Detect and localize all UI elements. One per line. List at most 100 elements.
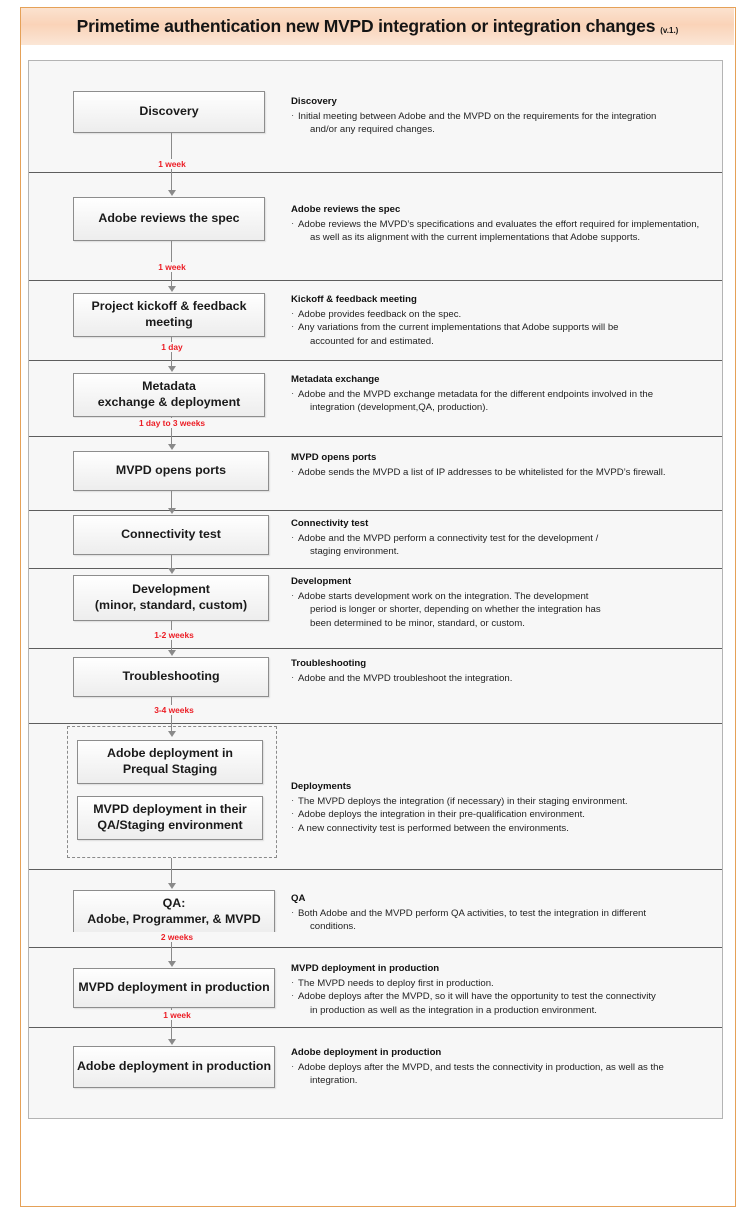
connector-line (171, 437, 173, 444)
description-heading: Deployments (291, 781, 352, 792)
flow-node[interactable]: Discovery (73, 91, 265, 133)
version-label: (v.1.) (660, 26, 679, 35)
node-label: Discovery (139, 104, 198, 120)
flow-node[interactable]: Connectivity test (73, 515, 269, 555)
description-continuation: staging environment. (310, 546, 400, 558)
arrow-head-icon (167, 1039, 176, 1045)
step-description: QA ·Both Adobe and the MVPD perform QA ac… (291, 892, 715, 934)
connector-line (171, 281, 173, 286)
description-bullet-list: ·Adobe and the MVPD troubleshoot the int… (291, 672, 715, 686)
node-label-line: MVPD opens ports (115, 463, 227, 478)
arrow-head-icon (167, 366, 176, 372)
description-bullet: ·Both Adobe and the MVPD perform QA acti… (291, 907, 715, 934)
description-heading: Connectivity test (291, 518, 369, 529)
step-description: Discovery·Initial meeting between Adobe … (291, 95, 715, 137)
flow-node[interactable]: Troubleshooting (73, 657, 269, 697)
arrow-head-icon (167, 650, 176, 656)
arrow-head-icon (167, 568, 176, 574)
flow-row: Troubleshooting 3-4 weeks Troubleshooting·… (29, 649, 722, 724)
description-heading: Adobe deployment in production (291, 1047, 442, 1058)
description-continuation: as well as its alignment with the curren… (310, 232, 641, 244)
bullet-dot-icon: · (291, 990, 295, 1002)
flow-node[interactable]: MVPD deployment in production (73, 968, 275, 1008)
node-label: Adobe deployment in production (77, 1059, 271, 1075)
flow-node[interactable]: Development(minor, standard, custom) (73, 575, 269, 621)
connector-line (171, 858, 173, 870)
bullet-dot-icon: · (291, 976, 295, 988)
description-bullet: ·Adobe deploys the integration in their … (291, 808, 585, 821)
connector-line (171, 948, 173, 961)
node-label: Development(minor, standard, custom) (95, 582, 247, 614)
description-heading: Adobe reviews the spec (291, 204, 401, 215)
description-bullet: ·Adobe starts development work on the in… (291, 590, 715, 631)
description-continuation: integration. (310, 1075, 358, 1087)
duration-label: 1 week (29, 1010, 325, 1020)
node-label-line: (minor, standard, custom) (94, 598, 248, 612)
node-label-line: Adobe deployment in (107, 746, 233, 761)
node-label: QA:Adobe, Programmer, & MVPD (87, 896, 261, 928)
duration-label: 2 weeks (29, 932, 325, 942)
duration-label: 3-4 weeks (29, 705, 319, 715)
step-description: Deployments·The MVPD deploys the integra… (291, 780, 715, 835)
flow-node[interactable]: Adobe deployment in production (73, 1046, 275, 1088)
description-bullet: ·The MVPD needs to deploy first in produ… (291, 976, 494, 989)
description-bullet: ·Any variations from the current impleme… (291, 321, 715, 348)
bullet-dot-icon: · (291, 794, 295, 806)
node-label: Connectivity test (121, 527, 221, 543)
description-bullet: ·Adobe and the MVPD troubleshoot the int… (291, 671, 513, 684)
bullet-dot-icon: · (291, 531, 295, 543)
node-label-line: Development (132, 582, 210, 597)
description-bullet-list: ·Adobe and the MVPD perform a connectivi… (291, 532, 715, 559)
step-description: Adobe reviews the spec ·Adobe reviews the… (291, 203, 715, 245)
bullet-dot-icon: · (291, 387, 295, 399)
description-bullet-list: ·The MVPD needs to deploy first in produ… (291, 977, 715, 1018)
title-banner: Primetime authentication new MVPD integr… (21, 8, 734, 45)
flow-node[interactable]: MVPD opens ports (73, 451, 269, 491)
connector-line (171, 491, 173, 511)
bullet-dot-icon: · (291, 589, 295, 601)
node-label: Troubleshooting (122, 669, 219, 685)
description-bullet-list: ·Adobe and the MVPD exchange metadata fo… (291, 388, 715, 415)
node-label-line: Adobe, Programmer, & MVPD (87, 912, 261, 926)
node-label-line: Adobe reviews the spec (98, 211, 240, 226)
description-heading: QA (291, 893, 306, 904)
connector-line (171, 870, 173, 883)
node-label: MVPD opens ports (116, 463, 226, 479)
bullet-dot-icon: · (291, 465, 295, 477)
step-description: Kickoff & feedback meeting·Adobe provide… (291, 293, 715, 348)
arrow-head-icon (167, 444, 176, 450)
arrow-head-icon (167, 190, 176, 196)
connector-line (171, 361, 173, 366)
description-bullet: ·Adobe reviews the MVPD’s specifications… (291, 218, 715, 245)
description-bullet: ·Adobe provides feedback on the spec. (291, 307, 462, 320)
description-continuation: conditions. (310, 921, 356, 933)
arrow-head-icon (167, 508, 176, 514)
step-description: Troubleshooting·Adobe and the MVPD troub… (291, 657, 715, 685)
connector-line (171, 1028, 173, 1039)
bullet-dot-icon: · (291, 821, 295, 833)
description-bullet: ·Adobe deploys after the MVPD, so it wil… (291, 990, 715, 1017)
connector-line (171, 555, 173, 569)
duration-label: 1 week (29, 159, 315, 169)
flow-node[interactable]: QA:Adobe, Programmer, & MVPD (73, 890, 275, 934)
flow-node[interactable]: Adobe reviews the spec (73, 197, 265, 241)
node-label-line: Connectivity test (121, 527, 221, 542)
flow-row: Development(minor, standard, custom)1-2 … (29, 568, 722, 649)
flowchart-container: Discovery 1 week Discovery·Initial meeting… (28, 60, 723, 1119)
step-description: Adobe deployment in production ·Adobe dep… (291, 1046, 715, 1088)
description-bullet-list: ·Adobe provides feedback on the spec.·An… (291, 308, 715, 349)
step-description: Development·Adobe starts development wor… (291, 575, 715, 630)
description-bullet: ·Adobe deploys after the MVPD, and tests… (291, 1061, 715, 1088)
diagram-page: Primetime authentication new MVPD integr… (20, 7, 736, 1207)
bullet-dot-icon: · (291, 321, 295, 333)
